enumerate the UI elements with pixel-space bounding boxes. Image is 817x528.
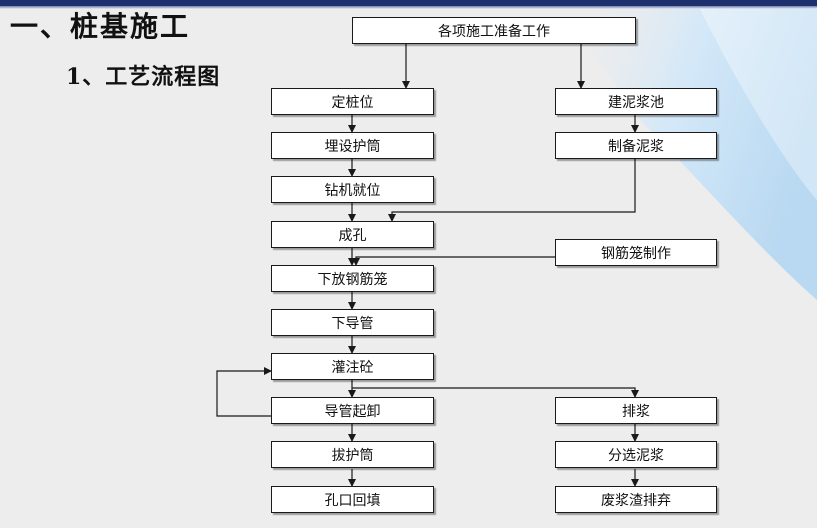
step-dispose-waste: 废浆渣排弃 [555, 486, 717, 513]
header-bar-shadow [0, 6, 817, 9]
slide-title: 一、桩基施工 [10, 10, 191, 43]
step-build-slurry-pit: 建泥浆池 [555, 88, 717, 115]
step-lower-cage: 下放钢筋笼 [271, 265, 434, 292]
step-prepare-slurry: 制备泥浆 [555, 132, 717, 159]
step-lower-pipe: 下导管 [271, 309, 434, 336]
step-drill-positioning: 钻机就位 [271, 176, 434, 203]
step-pour-concrete: 灌注砼 [271, 353, 434, 380]
arrow-cage-to-lower [352, 256, 555, 266]
arrow-to-discharge [352, 387, 639, 398]
step-discharge: 排浆 [555, 397, 717, 424]
step-bury-casing: 埋设护筒 [271, 132, 434, 159]
step-form-hole: 成孔 [271, 221, 434, 248]
header-bar [0, 0, 817, 6]
step-pull-casing: 拔护筒 [271, 441, 434, 468]
loop-back-arrow [216, 367, 272, 417]
slide-subtitle: 1、工艺流程图 [66, 64, 221, 90]
step-separate-slurry: 分选泥浆 [555, 441, 717, 468]
start-box: 各项施工准备工作 [352, 17, 636, 44]
step-make-cage: 钢筋笼制作 [555, 239, 717, 266]
arrow-slurry-to-drill [388, 159, 636, 222]
step-backfill: 孔口回填 [271, 486, 434, 513]
step-locate-pile: 定桩位 [271, 88, 434, 115]
step-remove-pipe: 导管起卸 [271, 397, 434, 424]
